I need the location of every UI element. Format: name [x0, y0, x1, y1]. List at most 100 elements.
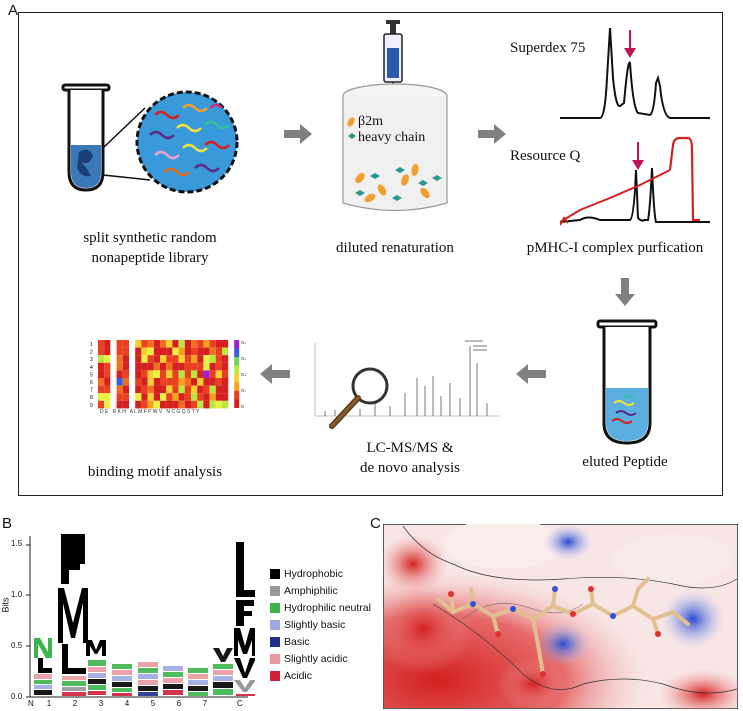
heatmap-cell	[172, 347, 179, 356]
heatmap-row-label: 2	[90, 350, 93, 356]
colorbar-segment	[234, 391, 240, 400]
heatmap-cell	[203, 347, 210, 356]
heatmap-row-label: 6	[90, 380, 93, 386]
heatmap-cell	[129, 385, 136, 394]
magnifier-icon	[329, 367, 389, 429]
heatmap-cell	[147, 370, 154, 378]
heatmap-cell	[215, 370, 222, 378]
heatmap-cell	[209, 362, 216, 371]
heatmap-cell	[203, 362, 210, 371]
legend-label: Basic	[284, 635, 310, 648]
legend-item: Hydrophilic neutral	[270, 599, 371, 616]
heatmap-cell	[209, 340, 216, 348]
heatmap-cell	[191, 370, 198, 378]
heatmap-cell	[215, 347, 222, 356]
heatmap-cell	[147, 362, 154, 371]
heatmap-cell	[160, 393, 167, 401]
legend-item: Slightly basic	[270, 616, 371, 633]
heatmap-cell	[222, 370, 229, 378]
heatmap-cell	[191, 355, 198, 363]
sequence-logo	[26, 534, 255, 698]
logo-xtick: 6	[176, 699, 182, 708]
heatmap-cell	[166, 355, 173, 363]
heatmap-cell	[110, 378, 117, 386]
heatmap-cell	[203, 378, 210, 386]
heatmap-cell	[197, 393, 204, 401]
caption-lcms: LC-MS/MS & de novo analysis	[330, 438, 490, 478]
heatmap-cell	[178, 378, 185, 386]
flow-arrow-2	[478, 124, 506, 144]
heatmap-cell	[197, 347, 204, 356]
logo-xtick: 2	[72, 699, 78, 708]
heatmap-cell	[222, 347, 229, 356]
heatmap-cell	[135, 355, 142, 363]
heatmap-cell	[197, 385, 204, 394]
heatmap-cell	[191, 378, 198, 386]
heatmap-cell	[178, 385, 185, 394]
heatmap-cell	[141, 400, 148, 409]
logo-xticks: 1 2 3 4 5 6 7	[36, 699, 236, 708]
caption-lcms-line1: LC-MS/MS &	[366, 440, 454, 456]
heatmap-cell	[116, 355, 123, 363]
flow-arrow-1	[284, 124, 312, 144]
heatmap-cell	[160, 362, 167, 371]
heatmap-cell	[135, 393, 142, 401]
heatmap-cell	[153, 393, 160, 401]
heatmap-cell	[153, 370, 160, 378]
heatmap-cell	[153, 347, 160, 356]
heatmap-cell	[215, 362, 222, 371]
heatmap-cell	[122, 385, 129, 394]
library-tube-illustration	[61, 83, 239, 194]
renaturation-beaker-illustration	[342, 20, 448, 212]
legend-item: Acidic	[270, 667, 371, 684]
heatmap-cell	[197, 355, 204, 363]
mass-spectrum-illustration	[314, 340, 500, 417]
heatmap-cell	[178, 340, 185, 348]
logo-ytick-3: 0.5	[11, 641, 23, 650]
heatmap-cell	[135, 370, 142, 378]
heatmap-cell	[166, 378, 173, 386]
heatmap-cell	[147, 393, 154, 401]
heatmap-cell	[122, 340, 129, 348]
caption-motif: binding motif analysis	[87, 464, 223, 480]
heatmap-cell	[116, 393, 123, 401]
heatmap-cell	[135, 362, 142, 371]
heatmap-cell	[116, 347, 123, 356]
logo-xtick: 7	[202, 699, 208, 708]
heatmap-cell	[98, 355, 105, 363]
colorbar-segment	[234, 340, 240, 349]
heatmap-cell	[129, 400, 136, 409]
heatmap-cell	[104, 362, 111, 371]
heatmap-cell	[141, 347, 148, 356]
logo-ytick-4: 0.0	[11, 692, 23, 701]
heatmap-cell	[191, 340, 198, 348]
heatmap-cell	[153, 340, 160, 348]
heatmap-cell	[122, 393, 129, 401]
heatmap-cell	[116, 400, 123, 409]
heatmap-cell	[178, 362, 185, 371]
legend-item: Slightly acidic	[270, 650, 371, 667]
heatmap-cell	[110, 393, 117, 401]
logo-ylabel: Bits	[0, 597, 11, 613]
heatmap-cell	[203, 355, 210, 363]
heatmap-cell	[184, 355, 191, 363]
logo-legend: Hydrophobic Amphiphilic Hydrophilic neut…	[270, 565, 371, 684]
heatmap-cell	[166, 385, 173, 394]
heatmap-cell	[215, 340, 222, 348]
heatmap-cell	[110, 340, 117, 348]
heatmap-cell	[184, 385, 191, 394]
heatmap-row-label: 7	[90, 388, 93, 394]
heatmap-cell	[147, 347, 154, 356]
heatmap-cell	[141, 385, 148, 394]
heatmap-cell	[153, 400, 160, 409]
colorbar-tick: 0.3	[241, 356, 246, 361]
legend-item: Amphiphilic	[270, 582, 371, 599]
heatmap-cell	[178, 347, 185, 356]
logo-xtick: 5	[150, 699, 156, 708]
logo-ytick-1: 1.5	[11, 539, 23, 548]
colorbar-segment	[234, 348, 240, 357]
heatmap-cell	[141, 340, 148, 348]
heatmap-cell	[203, 370, 210, 378]
heatmap-cell	[172, 378, 179, 386]
heatmap-cell	[184, 370, 191, 378]
